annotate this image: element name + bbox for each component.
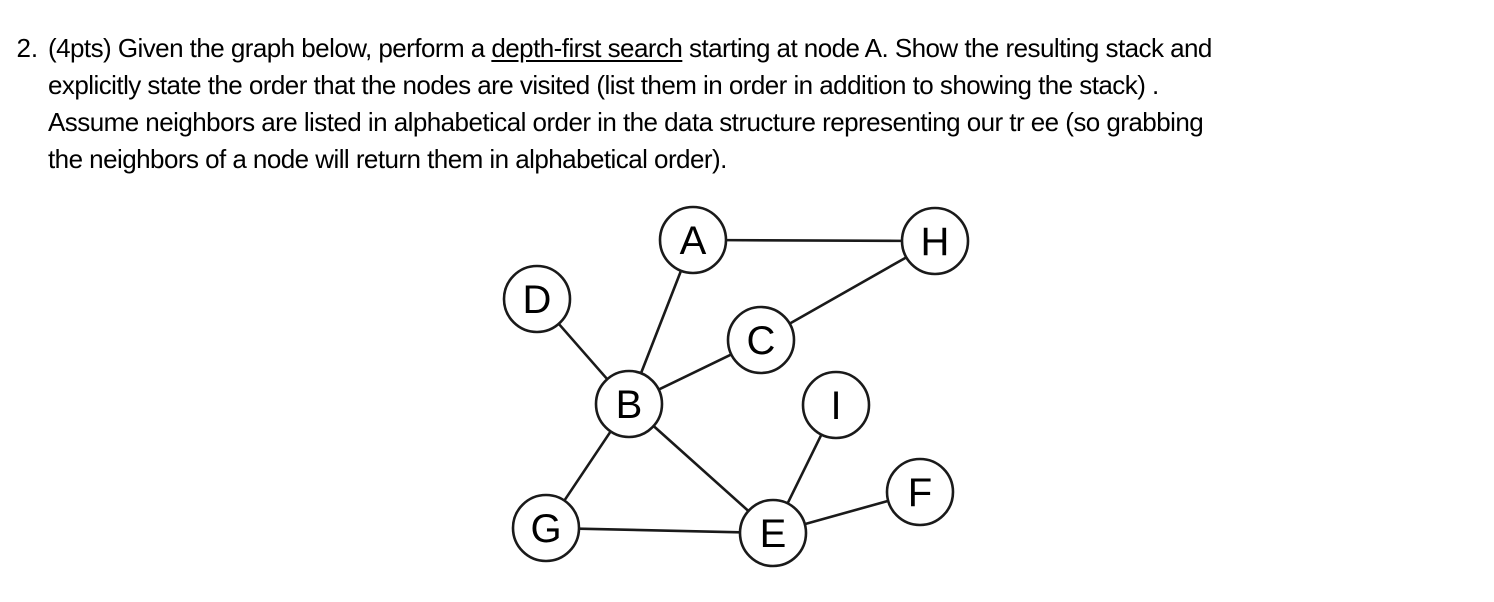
graph-node-i: I (801, 370, 871, 440)
graph-node-label-i: I (830, 384, 841, 428)
graph-edge-b-g (563, 430, 612, 502)
graph-edge-b-e (652, 424, 750, 513)
graph-node-label-h: H (921, 220, 950, 264)
graph-node-circle-g (511, 493, 581, 563)
graph-node-circle-h (900, 206, 970, 276)
graph-edge-a-b (639, 269, 683, 375)
question-row: 2. (4pts) Given the graph below, perform… (0, 0, 1494, 178)
question-text: (4pts) Given the graph below, perform a … (48, 30, 1494, 178)
graph-edge-b-c (657, 353, 733, 391)
graph-node-d: D (502, 264, 572, 334)
graph-edge-g-e (577, 527, 742, 534)
question-line-2: explicitly state the order that the node… (48, 70, 1159, 100)
graph-edge-e-f (803, 499, 890, 526)
graph-edge-c-h (788, 256, 908, 325)
graph-node-circle-i (801, 370, 871, 440)
graph-node-circle-d (502, 264, 572, 334)
graph-edge-e-i (786, 433, 823, 505)
graph-edge-layer (557, 238, 908, 534)
graph-diagram: A H D C B I F G E (0, 190, 1494, 602)
graph-node-b: B (594, 369, 664, 439)
graph-node-g: G (511, 493, 581, 563)
graph-node-layer: A H D C B I F G E (502, 205, 970, 568)
graph-node-circle-b (594, 369, 664, 439)
question-line-1-pre: (4pts) Given the graph below, perform a (48, 33, 492, 63)
graph-node-circle-e (738, 498, 808, 568)
graph-node-label-d: D (523, 278, 552, 322)
graph-node-a: A (658, 205, 728, 275)
question-line-1-post: starting at node A. Show the resulting s… (682, 33, 1212, 63)
graph-node-circle-c (726, 305, 796, 375)
graph-node-f: F (885, 457, 955, 527)
question-line-4: the neighbors of a node will return them… (48, 144, 727, 174)
question-line-3: Assume neighbors are listed in alphabeti… (48, 107, 1204, 137)
graph-edge-a-h (724, 238, 904, 243)
graph-node-label-g: G (530, 507, 561, 551)
graph-node-label-a: A (680, 219, 707, 263)
question-line-1-emphasis: depth-first search (491, 33, 683, 63)
graph-node-e: E (738, 498, 808, 568)
graph-node-circle-f (885, 457, 955, 527)
graph-node-c: C (726, 305, 796, 375)
graph-node-label-f: F (908, 471, 932, 515)
graph-node-label-b: B (616, 383, 643, 427)
graph-node-label-e: E (760, 512, 787, 556)
question-number: 2. (16, 33, 39, 63)
graph-node-circle-a (658, 205, 728, 275)
question-line-1: (4pts) Given the graph below, perform a … (48, 30, 1474, 67)
graph-node-h: H (900, 206, 970, 276)
question-block: 2. (4pts) Given the graph below, perform… (0, 0, 1494, 178)
graph-edge-d-b (557, 322, 609, 381)
graph-node-label-c: C (747, 319, 776, 363)
